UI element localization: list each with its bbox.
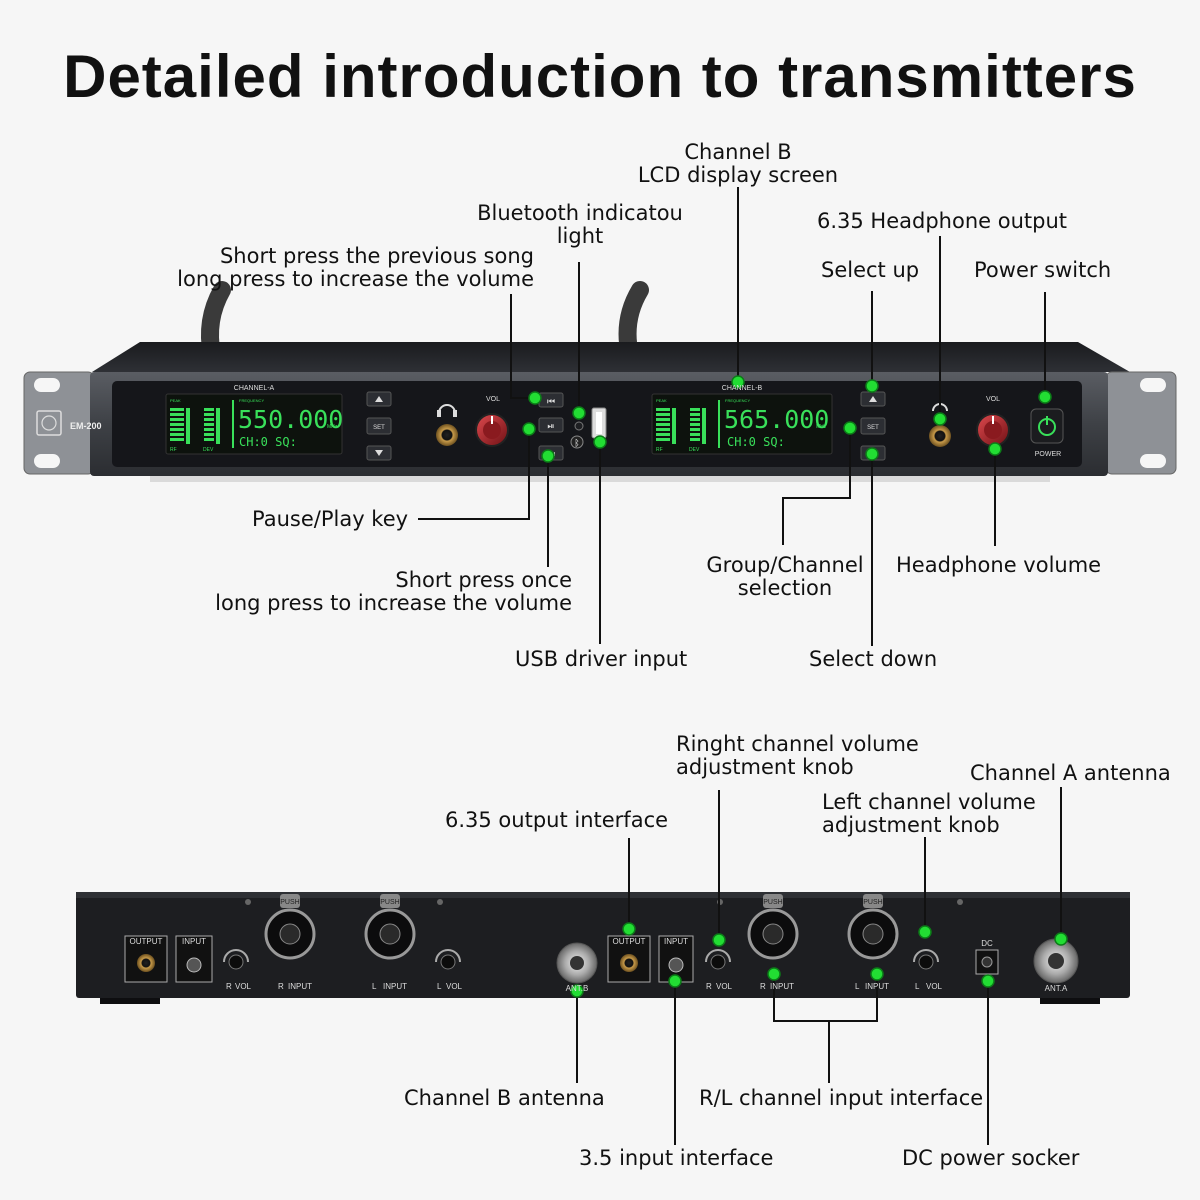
label-usb-input: USB driver input (515, 647, 688, 671)
vol-label-a: VOL (486, 396, 500, 403)
rear-input-label-left: INPUT (182, 937, 206, 946)
frequency-display-b: 565.000 (724, 405, 829, 434)
push-label-1: PUSH (280, 899, 299, 906)
push-label-4: PUSH (863, 899, 882, 906)
rf-meter-a (170, 400, 234, 448)
rear-output-label-right: OUTPUT (613, 937, 646, 946)
label-channel-b-antenna: Channel B antenna (404, 1086, 605, 1110)
label-headphone-volume: Headphone volume (896, 553, 1102, 577)
label-output-interface: 6.35 output interface (445, 808, 669, 832)
rear-input-label-1: INPUT (288, 982, 312, 991)
rear-l-tag-3: L (855, 982, 860, 991)
svg-text:⏯: ⏯ (547, 422, 554, 432)
dc-label: DC (981, 939, 993, 948)
channel-b-label: CHANNEL-B (722, 385, 763, 392)
ant-b-label: ANT.B (566, 984, 589, 993)
dev-label-b: DEV (689, 447, 700, 453)
label-pause-play: Pause/Play key (252, 507, 409, 531)
rear-l-tag-4: L (915, 982, 920, 991)
rear-vol-knob-l-right (918, 954, 934, 970)
rear-vol-label-3: VOL (716, 982, 733, 991)
rear-input-label-right: INPUT (664, 937, 688, 946)
rear-r-tag-3: R (706, 982, 712, 991)
rear-vol-knob-r-right (710, 954, 726, 970)
channel-a-label: CHANNEL-A (234, 385, 275, 392)
rear-l-tag-1: L (372, 982, 377, 991)
mhz-label-a: MHz (327, 424, 338, 430)
frequency-display-a: 550.000 (238, 405, 343, 434)
power-label: POWER (1035, 451, 1061, 458)
channel-display-a: CH:0 SQ: (239, 435, 297, 449)
rear-vol-knob-r-left (228, 954, 244, 970)
rear-output-label-left: OUTPUT (130, 937, 163, 946)
label-rl-input: R/L channel input interface (699, 1086, 984, 1110)
peak-label-a: PEAK (170, 398, 181, 403)
rear-l-tag-2: L (437, 982, 442, 991)
power-button (1030, 408, 1064, 444)
headphone-jack-b (929, 425, 951, 447)
label-headphone-output: 6.35 Headphone output (817, 209, 1068, 233)
callout-lines (418, 187, 1062, 1145)
rear-input-label-3: INPUT (770, 982, 794, 991)
dev-label-a: DEV (203, 447, 214, 453)
page-title: Detailed introduction to transmitters (63, 43, 1137, 110)
label-select-down: Select down (809, 647, 938, 671)
frequency-label-b: FREQUENCY (725, 398, 750, 403)
frequency-label-a: FREQUENCY (239, 398, 264, 403)
rear-vol-label-4: VOL (926, 982, 943, 991)
label-select-up: Select up (821, 258, 920, 282)
push-label-2: PUSH (380, 899, 399, 906)
rear-r-tag-1: R (226, 982, 232, 991)
label-power-switch: Power switch (974, 258, 1112, 282)
rf-label-b: RF (656, 447, 663, 453)
rear-r-tag-4: R (760, 982, 766, 991)
label-channel-a-antenna: Channel A antenna (970, 761, 1171, 785)
model-label: EM-200 (70, 421, 102, 431)
label-dc-power: DC power socker (902, 1146, 1080, 1170)
headphone-jack-a (436, 424, 458, 446)
label-input-35: 3.5 input interface (579, 1146, 774, 1170)
rear-input-label-2: INPUT (383, 982, 407, 991)
peak-label-b: PEAK (656, 398, 667, 403)
rf-meter-b (656, 400, 720, 448)
front-top-cover (92, 342, 1130, 372)
channel-display-b: CH:0 SQ: (727, 435, 785, 449)
set-button-a (366, 417, 392, 435)
rear-vol-knob-l-left (440, 954, 456, 970)
set-label-a: SET (373, 425, 385, 431)
ant-a-label: ANT.A (1045, 984, 1068, 993)
callout-dots (522, 375, 1068, 998)
svg-text:ᛒ: ᛒ (574, 438, 579, 449)
rear-vol-label-1: VOL (235, 982, 252, 991)
svg-text:⏮: ⏮ (547, 397, 555, 407)
pause-play-button (538, 417, 564, 433)
set-label-b: SET (867, 425, 879, 431)
mhz-label-b: MHz (816, 424, 827, 430)
vol-label-b: VOL (986, 396, 1000, 403)
rear-input-label-4: INPUT (865, 982, 889, 991)
rear-vol-label-2: VOL (446, 982, 463, 991)
rear-r-tag-2: R (278, 982, 284, 991)
set-button-b (860, 417, 886, 435)
push-label-3: PUSH (763, 899, 782, 906)
rf-label-a: RF (170, 447, 177, 453)
